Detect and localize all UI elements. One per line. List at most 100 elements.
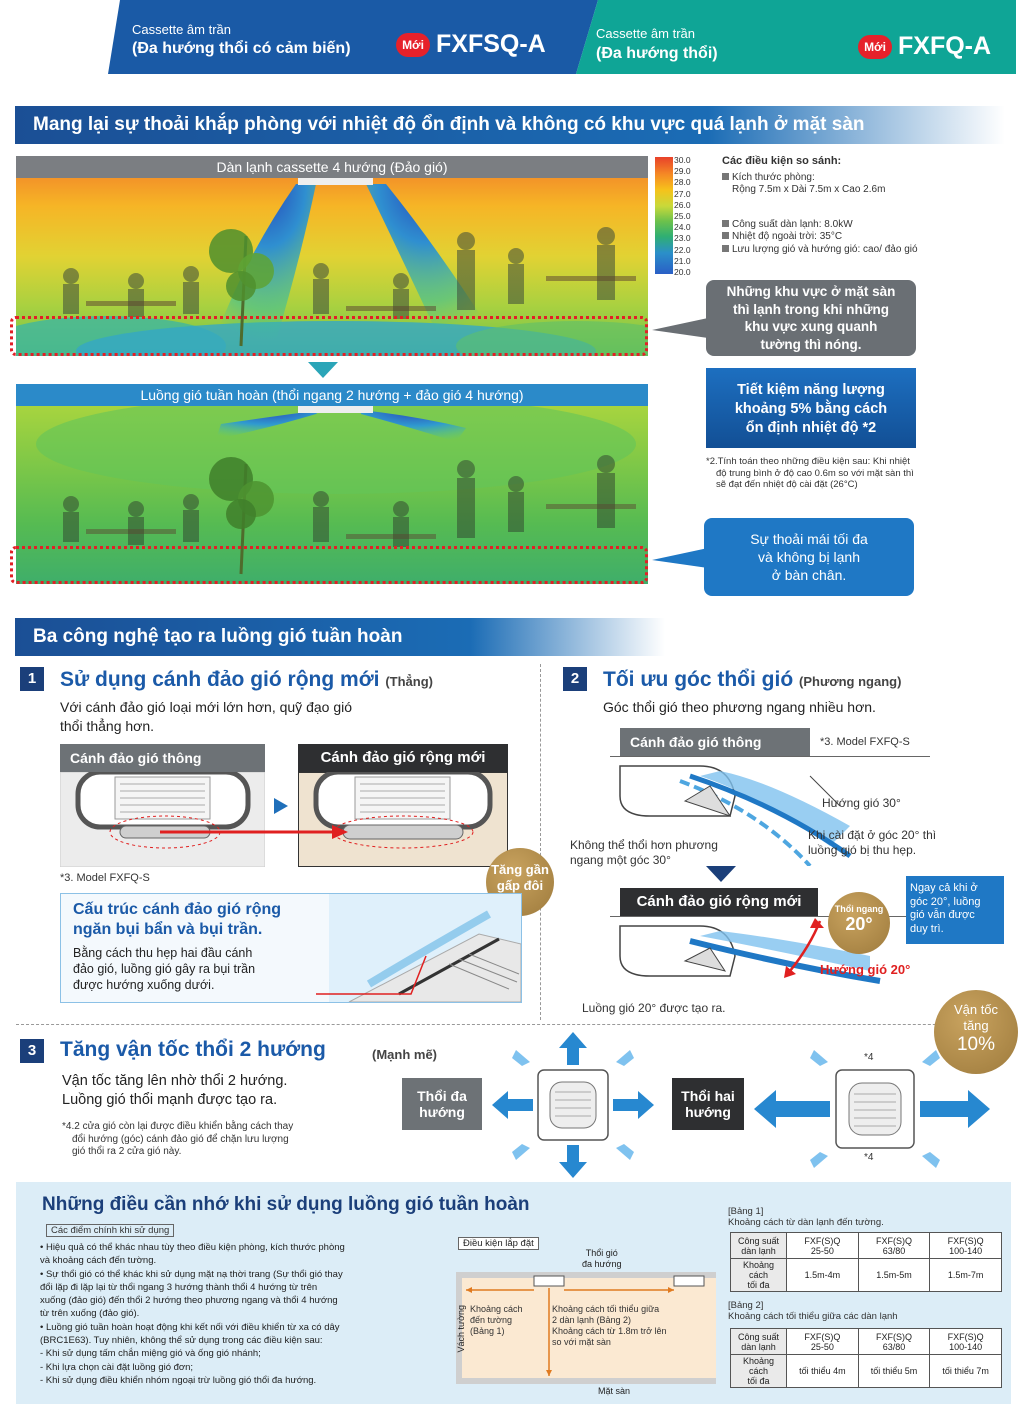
new-badge: Mới — [858, 35, 892, 59]
label-line: đa hướng — [582, 1259, 622, 1269]
scale-label: 27.0 — [674, 188, 691, 199]
wall-distance-label: Khoảng cách đến tường (Bảng 1) — [470, 1304, 523, 1337]
capacity-text: Công suất dàn lạnh: 8.0kW — [732, 218, 853, 230]
room-size-label: Kích thước phòng: — [732, 171, 815, 183]
louver-structure-box: Cấu trúc cánh đảo gió rộng ngăn bụi bẩn … — [60, 893, 522, 1003]
scale-label: 28.0 — [674, 177, 691, 188]
scale-label: 23.0 — [674, 233, 691, 244]
desc-line: Vận tốc tăng lên nhờ thổi 2 hướng. — [62, 1073, 288, 1089]
table-cell: 1.5m-7m — [929, 1258, 1002, 1292]
horizontal-20-badge: Thổi ngang 20° — [828, 892, 890, 954]
item1-footnote: *3. Model FXFQ-S — [60, 872, 150, 884]
cell-line: Khoảng cách — [742, 1260, 775, 1280]
item2-title: Tối ưu góc thổi gió (Phương ngang) — [603, 668, 901, 692]
label-line: Khoảng cách từ 1.8m trở lên — [552, 1326, 667, 1336]
note-line: gió thổi ra 2 cửa gió này. — [72, 1146, 182, 1157]
saving-line: Tiết kiệm năng lượng — [737, 382, 885, 398]
airflow-created-note: Luồng gió 20° được tạo ra. — [582, 1001, 726, 1015]
new-badge: Mới — [396, 33, 430, 57]
callout-line: ở bàn chân. — [771, 567, 847, 583]
notes-list: • Hiệu quả có thể khác nhau tùy theo điề… — [40, 1242, 410, 1388]
note-line: góc 20°, luồng — [910, 895, 981, 908]
list-item: • Hiệu quả có thể khác nhau tùy theo điề… — [40, 1242, 345, 1253]
notes-title: Những điều cần nhớ khi sử dụng luồng gió… — [42, 1194, 530, 1215]
banner-right-fxfq: Cassette âm trần (Đa hướng thổi) Mới FXF… — [576, 0, 1016, 74]
cell-line: FXF(S)Q — [875, 1331, 912, 1342]
item2-paren: (Phương ngang) — [799, 674, 902, 689]
multi-direction-diagram — [492, 1032, 654, 1178]
scale-label: 24.0 — [674, 222, 691, 233]
item3-title: Tăng vận tốc thổi 2 hướng — [60, 1038, 326, 1061]
badge-line: tăng — [963, 1018, 989, 1033]
item2-title-text: Tối ưu góc thổi gió — [603, 668, 794, 691]
two-direction-label: Thổi hai hướng — [672, 1078, 744, 1130]
room-size-value: Rộng 7.5m x Dài 7.5m x Cao 2.6m — [732, 184, 886, 195]
install-diagram-title: Điều kiện lắp đặt — [458, 1237, 539, 1250]
pointer-line — [316, 955, 427, 995]
speed-increase-badge: Vận tốc tăng 10% — [934, 990, 1018, 1074]
list-item: - Khi sử dụng tấm chắn miệng gió và ống … — [40, 1348, 261, 1360]
cannot-blow-note: Không thể thổi hơn phương ngang một góc … — [570, 838, 718, 868]
wall-label: Vách tường — [456, 1305, 466, 1353]
item1-desc: Với cánh đảo gió loại mới lớn hơn, quỹ đ… — [60, 698, 352, 736]
badge-percent: 10% — [956, 1034, 996, 1055]
banner-right-line2: (Đa hướng thổi) — [596, 45, 718, 62]
down-arrow-icon — [308, 362, 338, 378]
label-line: Thổi gió — [585, 1248, 618, 1258]
label-line: Thổi hai — [681, 1088, 735, 1104]
note-line: *4.2 cửa gió còn lại được điều khiển bằn… — [62, 1121, 294, 1132]
label-line: Khoảng cách — [470, 1304, 523, 1314]
body-line: Bằng cách thu hẹp hai đầu cánh — [73, 946, 253, 960]
item3-paren: (Mạnh mẽ) — [372, 1047, 437, 1062]
scale-label: 20.0 — [674, 267, 691, 278]
scene-top-title: Dàn lạnh cassette 4 hướng (Đảo gió) — [216, 159, 448, 175]
scale-label: 30.0 — [674, 155, 691, 165]
callout-line: và không bị lạnh — [758, 549, 860, 565]
item1-paren: (Thẳng) — [385, 674, 433, 689]
note-line: duy trì. — [910, 922, 944, 935]
callout-line: Những khu vực ở mặt sàn — [726, 284, 896, 299]
list-item: xuống (đảo gió) đến thổi 2 hướng theo ph… — [40, 1295, 338, 1307]
note-line: sẽ đạt đến nhiệt độ cài đặt (26°C) — [716, 479, 858, 490]
warm-floor-highlight — [10, 546, 648, 584]
note-line: đổi hướng (góc) cánh đảo gió để chặn lưu… — [72, 1133, 289, 1145]
temperature-scale-labels: 30.0 29.0 28.0 27.0 26.0 25.0 24.0 23.0 … — [674, 155, 691, 278]
cell-line: dàn lạnh — [741, 1245, 776, 1256]
thermal-scene-circulation: Luồng gió tuần hoàn (thổi ngang 2 hướng … — [16, 384, 648, 584]
table-cell: tối thiểu 7m — [929, 1354, 1002, 1388]
badge-line: gấp đôi — [496, 878, 544, 893]
item3-desc: Vận tốc tăng lên nhờ thổi 2 hướng. Luồng… — [62, 1072, 287, 1110]
cell-line: Công suất — [737, 1331, 780, 1342]
badge-line: Tăng gần — [491, 862, 549, 877]
divider — [540, 664, 541, 1020]
cell-line: tối đa — [747, 1280, 770, 1290]
notes-panel: Những điều cần nhớ khi sử dụng luồng gió… — [16, 1182, 1011, 1404]
table-caption-text: Khoảng cách từ dàn lạnh đến tường. — [728, 1217, 884, 1228]
list-item: (BRC1E63). Tuy nhiên, không thể sử dụng … — [40, 1335, 323, 1347]
label-line: (Bảng 1) — [470, 1326, 505, 1336]
banner-left-line1: Cassette âm trần — [132, 22, 231, 37]
cell-line: Công suất — [737, 1235, 780, 1246]
old-louver-label: Cánh đảo gió thông thường*3 — [60, 744, 265, 794]
list-item: - Khi sử dụng điều khiển nhóm ngoại trừ … — [40, 1374, 317, 1386]
badge-small: Thổi ngang — [834, 904, 884, 914]
cell-line: 63/80 — [882, 1245, 906, 1256]
note-line: Không thể thổi hơn phương — [570, 838, 718, 852]
desc-line: Với cánh đảo gió loại mới lớn hơn, quỹ đ… — [60, 699, 353, 715]
model-name: FXFSQ-A — [436, 30, 546, 58]
table-tag: [Bảng 1] — [728, 1206, 764, 1217]
down-arrow-icon — [706, 866, 736, 882]
item1-number: 1 — [20, 667, 44, 691]
note-line: Ngay cả khi ở — [910, 882, 978, 894]
label-line: 2 dàn lạnh (Bảng 2) — [552, 1315, 632, 1325]
title-line: Cấu trúc cánh đảo gió rộng — [73, 901, 282, 918]
list-item: • Sự thổi gió có thể khác khi sử dụng mặ… — [40, 1268, 343, 1280]
table-cell: tối thiểu 5m — [857, 1354, 931, 1388]
